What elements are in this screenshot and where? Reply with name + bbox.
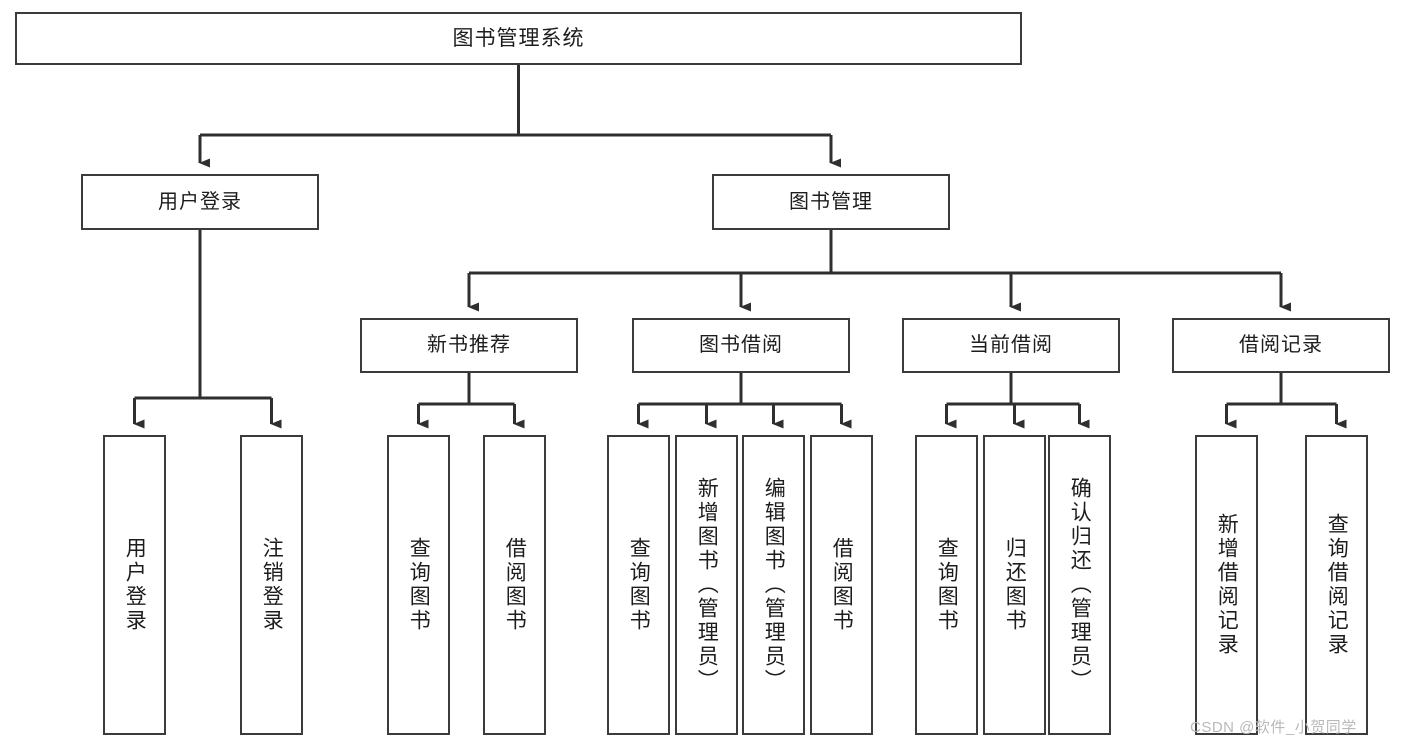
node-label-book-manage: 图书管理 (789, 190, 873, 213)
node-label-new-book-rec: 新书推荐 (427, 334, 511, 357)
node-leaf-bb-borrow[interactable]: 借阅图书 (810, 435, 873, 735)
node-label-leaf-cb-confirm: 确认归还（管理员） (1068, 477, 1092, 693)
node-root[interactable]: 图书管理系统 (15, 12, 1022, 65)
node-label-leaf-bb-add: 新增图书（管理员） (695, 477, 719, 693)
node-label-borrow-record: 借阅记录 (1239, 334, 1323, 357)
node-leaf-bb-edit[interactable]: 编辑图书（管理员） (742, 435, 805, 735)
node-label-leaf-user-login: 用户登录 (123, 537, 147, 633)
node-leaf-rec-borrow[interactable]: 借阅图书 (483, 435, 546, 735)
node-leaf-cb-query[interactable]: 查询图书 (915, 435, 978, 735)
node-label-root: 图书管理系统 (452, 26, 585, 50)
node-label-leaf-br-query: 查询借阅记录 (1325, 513, 1349, 657)
node-user-login[interactable]: 用户登录 (81, 174, 319, 230)
node-label-leaf-user-logout: 注销登录 (260, 537, 284, 633)
node-leaf-br-add[interactable]: 新增借阅记录 (1195, 435, 1258, 735)
node-label-leaf-cb-query: 查询图书 (935, 537, 959, 633)
node-leaf-user-login[interactable]: 用户登录 (103, 435, 166, 735)
node-leaf-user-logout[interactable]: 注销登录 (240, 435, 303, 735)
node-label-leaf-bb-edit: 编辑图书（管理员） (762, 477, 786, 693)
node-label-user-login: 用户登录 (158, 190, 242, 213)
node-leaf-bb-add[interactable]: 新增图书（管理员） (675, 435, 738, 735)
node-leaf-cb-return[interactable]: 归还图书 (983, 435, 1046, 735)
node-label-leaf-bb-borrow: 借阅图书 (830, 537, 854, 633)
node-leaf-rec-query[interactable]: 查询图书 (387, 435, 450, 735)
node-label-leaf-rec-query: 查询图书 (407, 537, 431, 633)
node-borrow-record[interactable]: 借阅记录 (1172, 318, 1390, 373)
node-leaf-cb-confirm[interactable]: 确认归还（管理员） (1048, 435, 1111, 735)
node-new-book-rec[interactable]: 新书推荐 (360, 318, 578, 373)
node-label-leaf-rec-borrow: 借阅图书 (503, 537, 527, 633)
node-label-current-borrow: 当前借阅 (969, 334, 1053, 357)
node-label-leaf-br-add: 新增借阅记录 (1215, 513, 1239, 657)
node-label-leaf-bb-query: 查询图书 (627, 537, 651, 633)
node-leaf-br-query[interactable]: 查询借阅记录 (1305, 435, 1368, 735)
node-label-book-borrow: 图书借阅 (699, 334, 783, 357)
edge-group (133, 65, 1347, 429)
node-leaf-bb-query[interactable]: 查询图书 (607, 435, 670, 735)
node-current-borrow[interactable]: 当前借阅 (902, 318, 1120, 373)
node-book-manage[interactable]: 图书管理 (712, 174, 950, 230)
node-label-leaf-cb-return: 归还图书 (1003, 537, 1027, 633)
node-book-borrow[interactable]: 图书借阅 (632, 318, 850, 373)
